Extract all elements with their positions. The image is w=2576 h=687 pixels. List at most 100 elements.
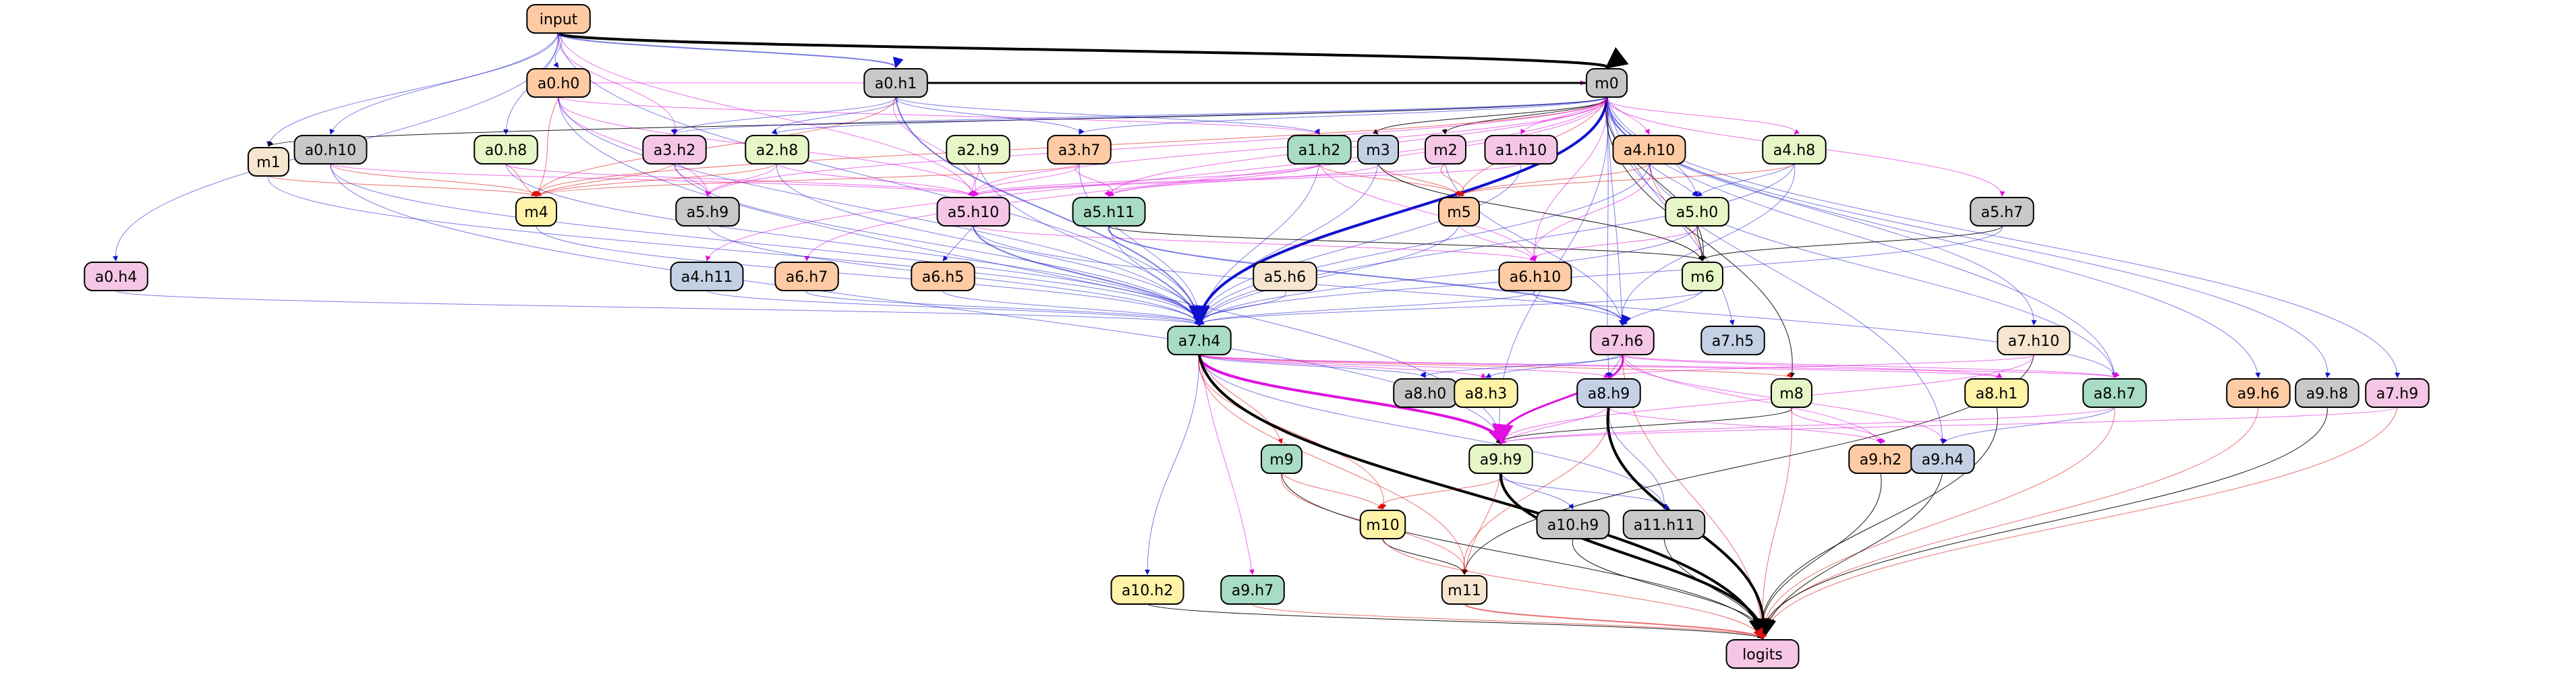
node-input[interactable]: input — [526, 4, 591, 34]
edge-a7-h4-to-logits — [1198, 354, 1771, 641]
node-box — [1762, 135, 1827, 165]
node-box — [2295, 378, 2359, 408]
node-label: m2 — [1433, 142, 1457, 159]
node-box — [1612, 135, 1686, 165]
edge-m4-to-a7-h4 — [536, 225, 1202, 326]
edge-m0-to-a4-h8 — [1605, 96, 1800, 135]
node-a9-h2[interactable]: a9.h2 — [1848, 444, 1913, 474]
edge-m0-to-a2-h8 — [772, 96, 1607, 135]
node-label: a8.h3 — [1465, 386, 1507, 402]
node-m3[interactable]: m3 — [1357, 135, 1399, 165]
node-a2-h9[interactable]: a2.h9 — [946, 135, 1010, 165]
edge-input-to-a3-h2 — [557, 32, 679, 135]
node-box — [1287, 135, 1352, 165]
node-label: a1.h10 — [1495, 142, 1547, 159]
node-a8-h7[interactable]: a8.h7 — [2082, 378, 2147, 408]
edge-a7-h6-to-a8-h3 — [1485, 354, 1623, 378]
node-a4-h11[interactable]: a4.h11 — [670, 262, 744, 291]
edge-a5-h10-to-a8-h7 — [973, 225, 2118, 378]
node-box — [1468, 444, 1533, 474]
edge-a1-h2-to-m5 — [1319, 163, 1462, 197]
node-m1[interactable]: m1 — [248, 147, 289, 177]
node-box — [863, 68, 928, 98]
node-label: a4.h8 — [1773, 142, 1815, 159]
node-m11[interactable]: m11 — [1441, 575, 1488, 605]
node-a6-h5[interactable]: a6.h5 — [911, 262, 975, 291]
edge-m1-to-m4 — [268, 175, 537, 197]
edge-a8-h9-to-a9-h2 — [1608, 407, 1883, 444]
node-a5-h9[interactable]: a5.h9 — [675, 197, 740, 227]
node-label: a0.h0 — [538, 76, 579, 92]
node-m9[interactable]: m9 — [1261, 444, 1303, 474]
edge-a8-h7-to-a9-h4 — [1942, 407, 2115, 444]
node-m2[interactable]: m2 — [1425, 135, 1466, 165]
node-m8[interactable]: m8 — [1771, 378, 1812, 408]
node-a5-h10[interactable]: a5.h10 — [936, 197, 1010, 227]
edge-a6-h10-to-a7-h6 — [1533, 290, 1628, 326]
node-a0-h10[interactable]: a0.h10 — [293, 135, 368, 165]
node-a7-h10[interactable]: a7.h10 — [1997, 326, 2071, 355]
node-box — [1220, 575, 1285, 605]
node-a7-h6[interactable]: a7.h6 — [1590, 326, 1655, 355]
node-a9-h6[interactable]: a9.h6 — [2226, 378, 2291, 408]
node-label: a5.h6 — [1264, 269, 1306, 286]
node-box — [526, 4, 591, 34]
node-a5-h11[interactable]: a5.h11 — [1072, 197, 1146, 227]
node-a8-h0[interactable]: a8.h0 — [1393, 378, 1458, 408]
node-a1-h10[interactable]: a1.h10 — [1484, 135, 1558, 165]
node-m10[interactable]: m10 — [1359, 510, 1406, 539]
node-a3-h7[interactable]: a3.h7 — [1047, 135, 1112, 165]
node-a8-h3[interactable]: a8.h3 — [1454, 378, 1518, 408]
node-a6-h7[interactable]: a6.h7 — [774, 262, 839, 291]
node-label: a9.h9 — [1480, 452, 1522, 469]
node-a0-h4[interactable]: a0.h4 — [84, 262, 148, 291]
edge-m0-to-a3-h7 — [1079, 96, 1607, 135]
edge-a5-h0-to-a7-h4 — [1198, 225, 1698, 326]
node-box — [946, 135, 1010, 165]
node-a1-h2[interactable]: a1.h2 — [1287, 135, 1352, 165]
node-m6[interactable]: m6 — [1682, 262, 1723, 291]
node-a9-h4[interactable]: a9.h4 — [1910, 444, 1975, 474]
edge-a10-h2-to-logits — [1147, 603, 1763, 639]
node-m0[interactable]: m0 — [1586, 68, 1628, 98]
node-label: a2.h9 — [957, 142, 999, 159]
node-m4[interactable]: m4 — [515, 197, 557, 227]
node-a11-h11[interactable]: a11.h11 — [1622, 510, 1706, 539]
node-a0-h1[interactable]: a0.h1 — [863, 68, 928, 98]
node-box — [1771, 378, 1812, 408]
node-label: logits — [1742, 647, 1783, 663]
node-a5-h7[interactable]: a5.h7 — [1970, 197, 2034, 227]
node-a7-h5[interactable]: a7.h5 — [1700, 326, 1765, 355]
node-box — [2082, 378, 2147, 408]
node-a7-h4[interactable]: a7.h4 — [1167, 326, 1232, 355]
edge-a9-h9-to-logits — [1499, 473, 1775, 641]
node-a5-h6[interactable]: a5.h6 — [1253, 262, 1317, 291]
node-a4-h10[interactable]: a4.h10 — [1612, 135, 1686, 165]
node-logits[interactable]: logits — [1725, 639, 1800, 669]
edge-m2-to-m5 — [1440, 163, 1465, 197]
node-a5-h0[interactable]: a5.h0 — [1665, 197, 1729, 227]
node-label: a0.h10 — [305, 142, 356, 159]
node-a8-h9[interactable]: a8.h9 — [1576, 378, 1641, 408]
node-a4-h8[interactable]: a4.h8 — [1762, 135, 1827, 165]
node-label: a8.h9 — [1588, 386, 1630, 402]
node-a9-h8[interactable]: a9.h8 — [2295, 378, 2359, 408]
node-a6-h10[interactable]: a6.h10 — [1498, 262, 1572, 291]
node-a2-h8[interactable]: a2.h8 — [745, 135, 809, 165]
node-a10-h9[interactable]: a10.h9 — [1536, 510, 1610, 539]
node-a0-h0[interactable]: a0.h0 — [526, 68, 591, 98]
node-a3-h2[interactable]: a3.h2 — [642, 135, 707, 165]
node-a0-h8[interactable]: a0.h8 — [474, 135, 538, 165]
node-a8-h1[interactable]: a8.h1 — [1964, 378, 2029, 408]
edge-m8-to-a9-h2 — [1790, 407, 1886, 444]
node-a9-h7[interactable]: a9.h7 — [1220, 575, 1285, 605]
node-a9-h9[interactable]: a9.h9 — [1468, 444, 1533, 474]
edge-a0-h10-to-m4 — [330, 163, 539, 197]
edge-m8-to-a9-h9 — [1495, 407, 1792, 444]
node-m5[interactable]: m5 — [1438, 197, 1480, 227]
node-a7-h9[interactable]: a7.h9 — [2365, 378, 2430, 408]
edge-a7-h4-to-m10 — [1198, 354, 1387, 510]
node-a10-h2[interactable]: a10.h2 — [1110, 575, 1184, 605]
edge-a7-h9-to-a9-h9 — [1498, 407, 2398, 444]
